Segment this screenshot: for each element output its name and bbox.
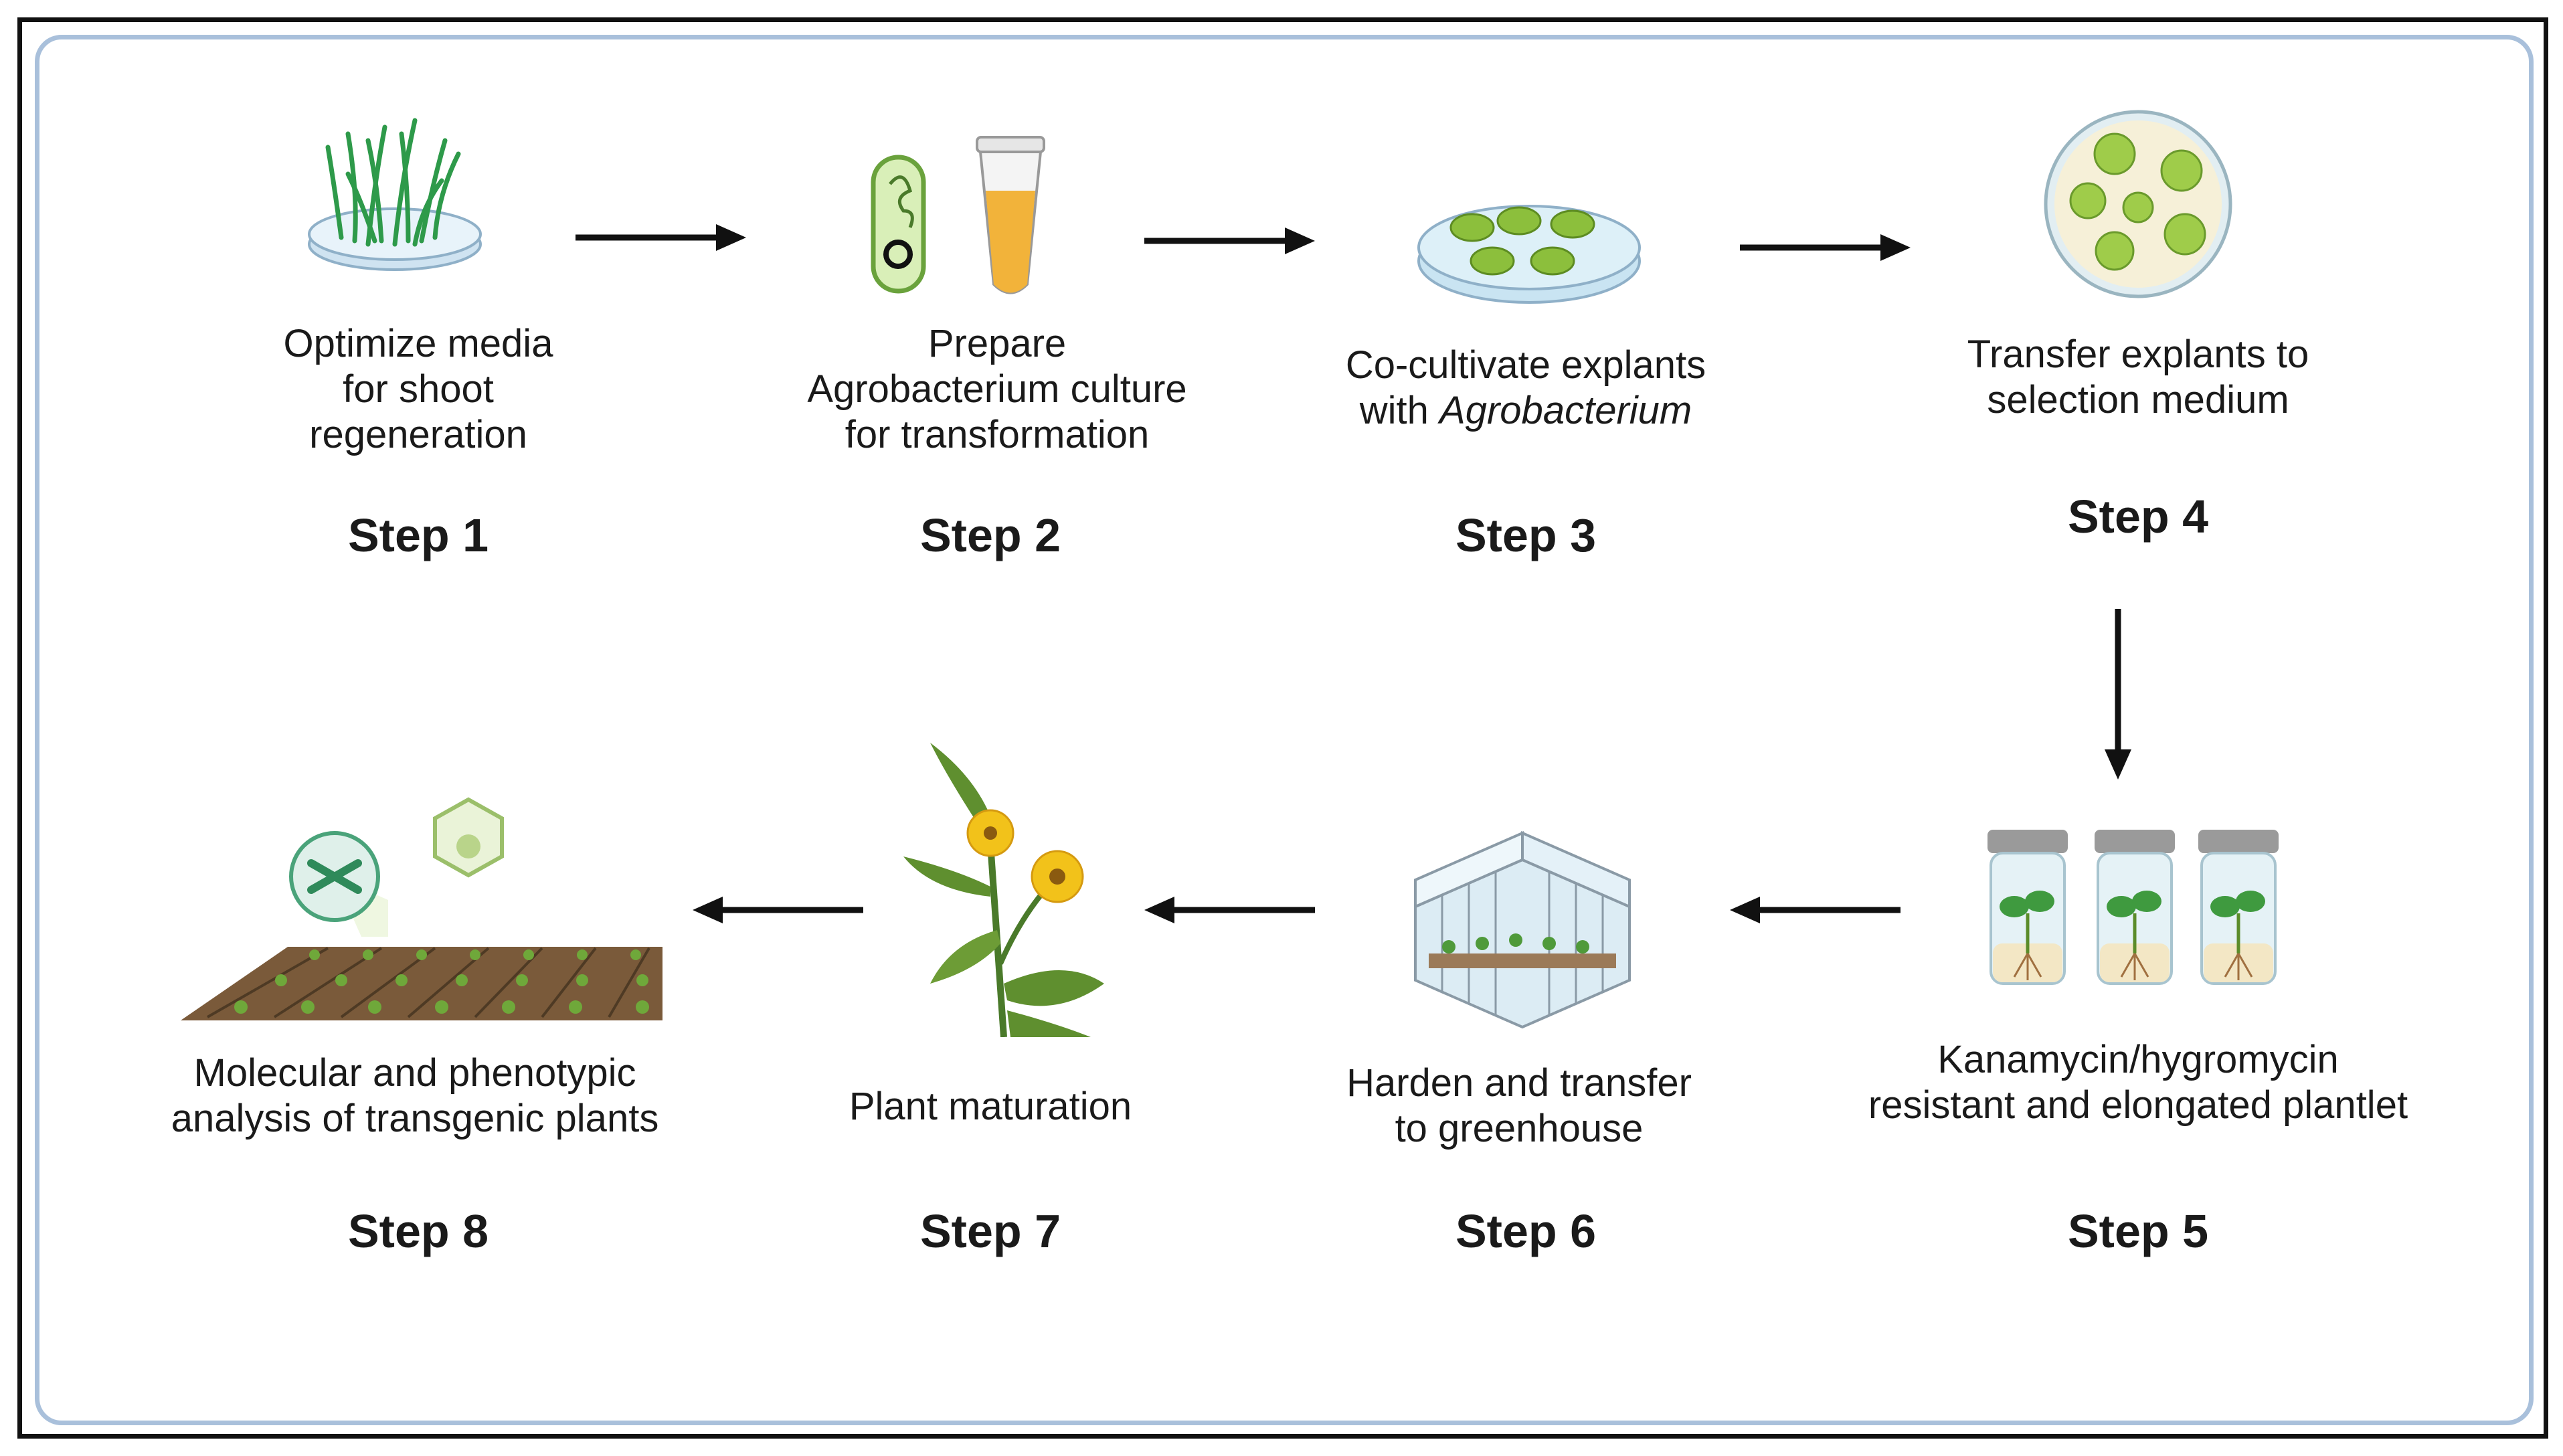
step8-label: Step 8 bbox=[347, 1205, 489, 1257]
step7-label: Step 7 bbox=[919, 1205, 1061, 1257]
agrobacterium-italic: Agrobacterium bbox=[1439, 389, 1692, 432]
inner-frame bbox=[35, 35, 2534, 1425]
bacterium-tube-icon bbox=[871, 136, 1045, 294]
step6-label: Step 6 bbox=[1455, 1205, 1597, 1257]
outer-frame bbox=[17, 17, 2548, 1439]
arrow-step3-to-step4 bbox=[1740, 234, 1911, 261]
step5-label: Step 5 bbox=[2067, 1205, 2209, 1257]
step3-label: Step 3 bbox=[1455, 509, 1597, 561]
greenhouse-icon bbox=[1414, 830, 1631, 1029]
field-dna-icon bbox=[181, 797, 662, 1020]
step4-label: Step 4 bbox=[2067, 490, 2209, 543]
arrow-step1-to-step2 bbox=[576, 224, 746, 251]
arrow-step7-to-step8 bbox=[693, 897, 863, 923]
step3-with-text: with bbox=[1359, 389, 1440, 432]
flowering-plant-icon bbox=[903, 743, 1104, 1037]
step1-label: Step 1 bbox=[347, 509, 489, 561]
arrow-step4-to-step5 bbox=[2105, 609, 2131, 780]
petri-dish-shoots-icon bbox=[308, 118, 482, 271]
selection-plate-icon bbox=[2044, 110, 2232, 298]
step7-description: Plant maturation bbox=[849, 1085, 1132, 1128]
arrow-step5-to-step6 bbox=[1730, 897, 1901, 923]
cocultivation-dish-icon bbox=[1417, 205, 1641, 304]
arrow-step6-to-step7 bbox=[1144, 897, 1315, 923]
step3-description: Co-cultivate explants with Agrobacterium bbox=[1345, 343, 1706, 432]
arrow-step2-to-step3 bbox=[1144, 227, 1315, 254]
plantlet-jars-icon bbox=[1987, 830, 2279, 985]
step2-label: Step 2 bbox=[919, 509, 1061, 561]
